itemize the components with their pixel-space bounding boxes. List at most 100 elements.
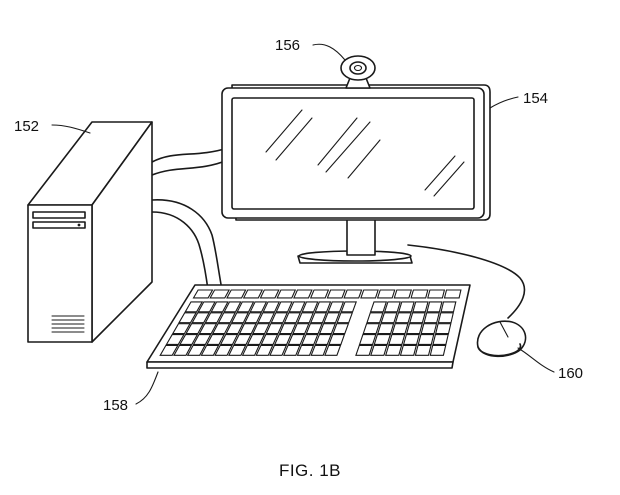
- keyboard-key: [217, 312, 236, 324]
- keyboard-key: [370, 344, 388, 356]
- keyboard-key: [394, 312, 412, 324]
- label-keyboard: 158: [103, 397, 128, 414]
- keyboard-key: [414, 344, 432, 356]
- label-webcam: 156: [275, 37, 300, 54]
- keyboard-key: [192, 334, 212, 345]
- keyboard-key: [214, 344, 233, 356]
- keyboard-key: [171, 323, 191, 335]
- keyboard-key: [197, 301, 216, 313]
- keyboard-key: [262, 301, 281, 313]
- keyboard-key: [305, 323, 323, 335]
- keyboard-key: [282, 344, 301, 356]
- keyboard-key: [206, 334, 225, 345]
- keyboard-key: [185, 323, 205, 335]
- keyboard-key: [420, 323, 438, 335]
- keyboard-key: [310, 344, 328, 356]
- webcam: [340, 55, 376, 89]
- keyboard-key: [236, 301, 255, 313]
- keyboard-key: [326, 289, 346, 299]
- keyboard-key: [309, 312, 328, 324]
- monitor: [221, 84, 491, 264]
- keyboard-key: [184, 301, 204, 313]
- keyboard-key: [278, 323, 297, 335]
- keyboard-key: [230, 312, 250, 324]
- keyboard: [146, 284, 471, 369]
- keyboard-key: [383, 301, 401, 313]
- keyboard-key: [399, 344, 418, 356]
- keyboard-key: [296, 312, 315, 324]
- keyboard-key: [244, 312, 263, 324]
- cables: [151, 147, 526, 319]
- keyboard-key: [225, 323, 244, 335]
- keyboard-key: [159, 344, 179, 356]
- keyboard-key: [276, 289, 297, 299]
- keyboard-key: [366, 312, 384, 324]
- keyboard-key: [246, 334, 266, 345]
- keyboard-key: [373, 334, 392, 345]
- keyboard-key: [376, 289, 396, 299]
- keyboard-key: [328, 334, 346, 345]
- keyboard-key: [410, 289, 429, 299]
- keyboard-key: [301, 334, 319, 345]
- keyboard-key: [429, 344, 447, 356]
- keyboard-key: [309, 289, 330, 299]
- keyboard-key: [380, 312, 398, 324]
- keyboard-key: [270, 312, 289, 324]
- keyboard-key: [398, 301, 415, 313]
- keyboard-key: [255, 344, 274, 356]
- computer-tower: [27, 121, 153, 343]
- keyboard-key: [417, 334, 435, 345]
- keyboard-key: [252, 323, 271, 335]
- keyboard-key: [210, 301, 229, 313]
- keyboard-key: [242, 289, 264, 299]
- mouse: [476, 320, 527, 358]
- keyboard-key: [265, 323, 284, 335]
- keyboard-key: [283, 312, 302, 324]
- keyboard-key: [241, 344, 260, 356]
- keyboard-key: [173, 344, 193, 356]
- leader-lines: [51, 43, 555, 405]
- keyboard-key: [391, 323, 409, 335]
- keyboard-key: [209, 289, 231, 299]
- keyboard-key: [219, 334, 239, 345]
- keyboard-key: [257, 312, 276, 324]
- keyboard-key: [275, 301, 293, 313]
- keyboard-key: [318, 323, 337, 335]
- keyboard-key: [301, 301, 319, 313]
- keyboard-key: [211, 323, 231, 335]
- label-monitor: 154: [523, 90, 548, 107]
- keyboard-key: [443, 289, 462, 299]
- keyboard-key: [327, 301, 345, 313]
- keyboard-key: [186, 344, 206, 356]
- keyboard-key: [426, 301, 443, 313]
- keyboard-key: [273, 334, 292, 345]
- keyboard-key: [340, 301, 357, 313]
- keyboard-key: [423, 312, 440, 324]
- keyboard-key: [409, 312, 426, 324]
- keyboard-key: [437, 312, 454, 324]
- label-mouse: 160: [558, 365, 583, 382]
- keyboard-key: [314, 334, 332, 345]
- keyboard-key: [355, 344, 374, 356]
- keyboard-key: [226, 289, 247, 299]
- keyboard-key: [369, 301, 388, 313]
- keyboard-key: [296, 344, 315, 356]
- figure-caption: FIG. 1B: [279, 461, 341, 480]
- keyboard-key: [427, 289, 446, 299]
- keyboard-key: [393, 289, 413, 299]
- keyboard-key: [192, 289, 214, 299]
- keyboard-key: [259, 289, 280, 299]
- keyboard-key: [287, 334, 306, 345]
- keyboard-key: [288, 301, 306, 313]
- keyboard-key: [412, 301, 429, 313]
- keyboard-key: [332, 323, 350, 335]
- keyboard-key: [165, 334, 185, 345]
- label-tower: 152: [14, 118, 39, 135]
- keyboard-key: [269, 344, 288, 356]
- keyboard-key: [323, 312, 341, 324]
- keyboard-key: [435, 323, 452, 335]
- keyboard-key: [249, 301, 268, 313]
- keyboard-key: [198, 323, 218, 335]
- keyboard-key: [178, 312, 198, 324]
